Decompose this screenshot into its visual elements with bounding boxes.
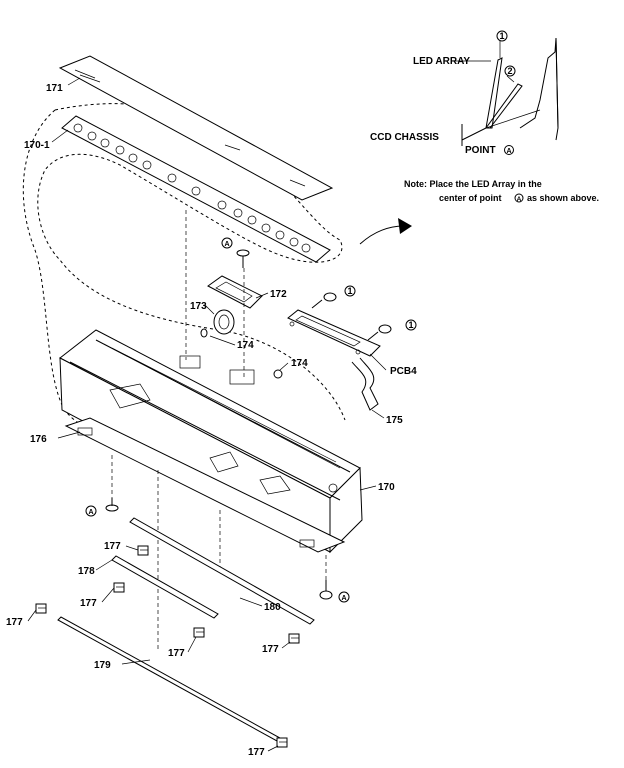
callout-173: 173 bbox=[190, 301, 207, 312]
part-179-rod bbox=[57, 616, 281, 742]
part-178-rod bbox=[111, 555, 219, 619]
leader-lines bbox=[27, 77, 387, 752]
led-array-detail-inset: 1 2 LED ARRAY CCD CHASSIS POINT A bbox=[370, 30, 559, 156]
screw-icon bbox=[236, 249, 250, 268]
callout-176: 176 bbox=[30, 434, 47, 445]
point-a-circle-label: A bbox=[506, 148, 511, 155]
callout-170-1: 170-1 bbox=[24, 140, 50, 151]
note: Note: Place the LED Array in the center … bbox=[404, 179, 599, 203]
callout-177-b: 177 bbox=[80, 598, 97, 609]
marker-two-label: 2 bbox=[507, 66, 512, 76]
marker-one-circle bbox=[496, 30, 508, 42]
note-a-circle-label: A bbox=[517, 196, 522, 203]
part-177-clip bbox=[35, 603, 47, 614]
screw-a-marker-right bbox=[338, 591, 350, 603]
screw-a-label-top: A bbox=[224, 241, 229, 248]
point-label: POINT bbox=[465, 145, 496, 156]
screw-a-marker-left bbox=[85, 505, 97, 517]
pcb4-board bbox=[287, 309, 381, 357]
note-line-1: Note: Place the LED Array in the bbox=[404, 179, 542, 189]
marker-one-label: 1 bbox=[499, 31, 504, 41]
chassis-wall bbox=[555, 37, 559, 141]
callout-179: 179 bbox=[94, 660, 111, 671]
screw-icon bbox=[105, 498, 119, 512]
part-callouts: 171 170-1 172 173 174 174 PCB4 175 176 1… bbox=[6, 83, 417, 758]
screw-icon bbox=[311, 292, 337, 309]
callout-175: 175 bbox=[386, 415, 403, 426]
part-174-washer bbox=[200, 328, 208, 338]
screw-a-label-right: A bbox=[341, 595, 346, 602]
callout-174-a: 174 bbox=[237, 340, 254, 351]
callout-180: 180 bbox=[264, 602, 281, 613]
part-174-washer bbox=[273, 369, 283, 379]
part-172-bracket bbox=[207, 275, 263, 309]
note-line-2: center of point bbox=[439, 193, 502, 203]
callout-171: 171 bbox=[46, 83, 63, 94]
part-173-roller bbox=[213, 309, 235, 335]
callout-177-f: 177 bbox=[248, 747, 265, 758]
marker-two-circle bbox=[504, 65, 516, 77]
part-176-base-plate bbox=[64, 417, 346, 553]
screw-a-marker-top bbox=[221, 237, 233, 249]
part-177-clip bbox=[276, 737, 288, 748]
part-175-cable bbox=[351, 357, 379, 411]
callout-177-a: 177 bbox=[104, 541, 121, 552]
part-177-clip bbox=[288, 633, 300, 644]
callout-174-b: 174 bbox=[291, 358, 308, 369]
part-180-rod bbox=[129, 517, 315, 625]
screw-icon bbox=[319, 580, 333, 600]
screw-marker-one-a bbox=[344, 285, 356, 297]
note-a-circle bbox=[514, 193, 524, 203]
callout-178: 178 bbox=[78, 566, 95, 577]
screw-marker-one-b-label: 1 bbox=[408, 320, 413, 330]
part-170-1-led-array bbox=[61, 115, 331, 263]
led-array-label: LED ARRAY bbox=[413, 56, 470, 67]
ccd-chassis-label: CCD CHASSIS bbox=[370, 132, 439, 143]
screw-icon bbox=[367, 324, 392, 341]
screw-marker-one-b bbox=[405, 319, 417, 331]
note-line-2-end: as shown above. bbox=[527, 193, 599, 203]
callout-177-d: 177 bbox=[168, 648, 185, 659]
led-array-alt-position bbox=[485, 83, 523, 129]
callout-177-c: 177 bbox=[6, 617, 23, 628]
screw-marker-one-a-label: 1 bbox=[347, 286, 352, 296]
callout-177-e: 177 bbox=[262, 644, 279, 655]
alignment-guides bbox=[111, 210, 327, 650]
callout-172: 172 bbox=[270, 289, 287, 300]
curved-arrow-icon bbox=[359, 218, 412, 245]
point-a-circle bbox=[504, 145, 514, 155]
part-177-clip bbox=[113, 582, 125, 593]
part-171-glass bbox=[58, 55, 334, 201]
screw-a-label-left: A bbox=[88, 509, 93, 516]
callout-pcb4: PCB4 bbox=[390, 366, 417, 377]
part-177-clip bbox=[137, 545, 149, 556]
part-177-clip bbox=[193, 627, 205, 638]
callout-170: 170 bbox=[378, 482, 395, 493]
